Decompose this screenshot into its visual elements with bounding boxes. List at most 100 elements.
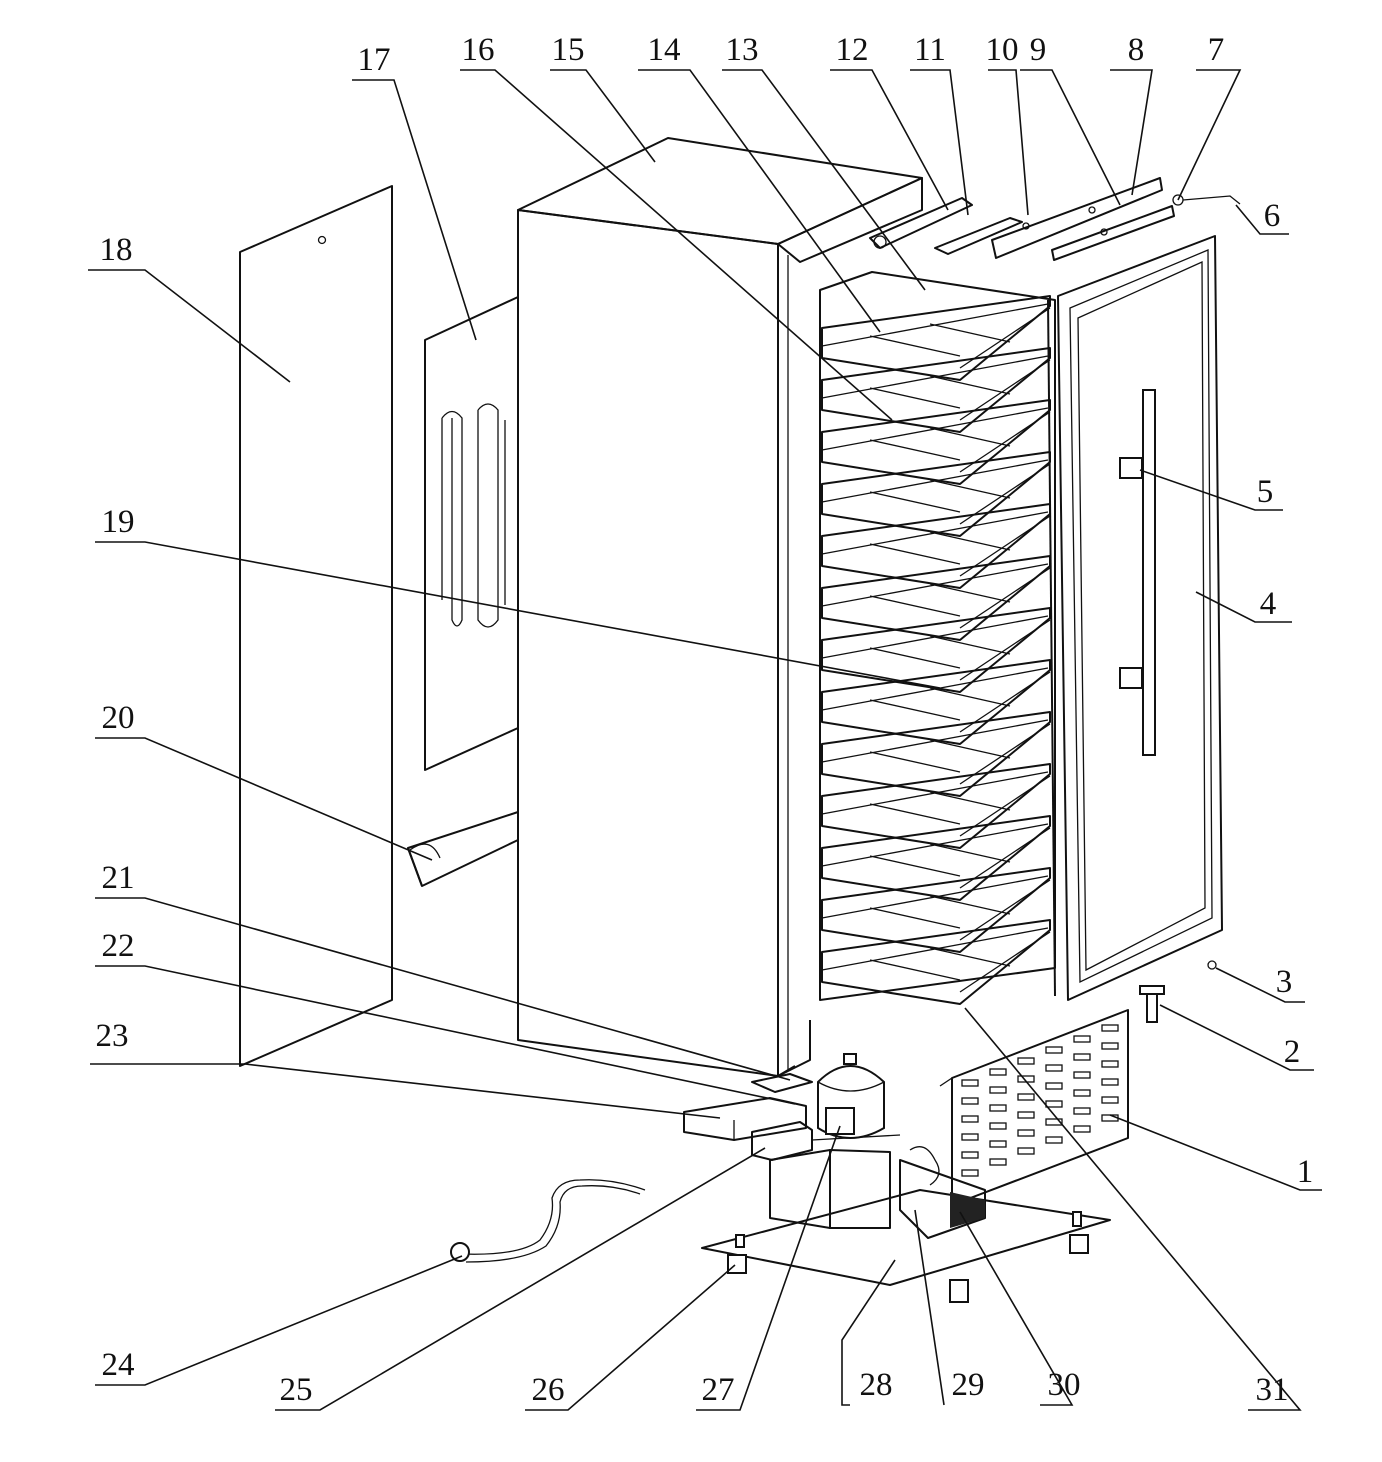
cabinet-body-15 (517, 137, 923, 1077)
leader-12 (830, 69, 949, 211)
label-7: 7 (1208, 32, 1225, 68)
shelf (821, 399, 1051, 485)
callout-labels: 1 2 3 4 5 6 7 8 9 10 11 12 13 14 15 16 1… (96, 32, 1314, 1408)
vent-slot (1073, 1053, 1091, 1061)
label-18: 18 (100, 232, 133, 268)
shelf (821, 607, 1051, 693)
label-25: 25 (280, 1372, 313, 1408)
hinge-pin-2 (1139, 985, 1165, 1023)
vent-slot (989, 1158, 1007, 1166)
shelf (821, 659, 1051, 745)
shelf (821, 295, 1051, 381)
leader-29 (914, 1209, 945, 1406)
label-9: 9 (1030, 32, 1047, 68)
leader-13 (722, 69, 926, 291)
label-4: 4 (1260, 586, 1277, 622)
label-2: 2 (1284, 1034, 1301, 1070)
vent-slot (1045, 1064, 1063, 1072)
vent-slot (989, 1140, 1007, 1148)
leader-24 (95, 1255, 463, 1386)
shelf (821, 503, 1051, 589)
leader-23 (90, 1063, 721, 1119)
vent-slot (989, 1104, 1007, 1112)
vent-slot (1073, 1107, 1091, 1115)
label-24: 24 (102, 1347, 135, 1383)
leader-lines (88, 69, 1322, 1411)
leader-7 (1177, 69, 1242, 201)
compressor-27 (811, 1053, 901, 1141)
vent-slot (1073, 1125, 1091, 1133)
vent-slot (1045, 1136, 1063, 1144)
leader-27 (696, 1125, 841, 1411)
vent-slot (1045, 1046, 1063, 1054)
leader-17 (352, 79, 477, 341)
label-28: 28 (860, 1367, 893, 1403)
screw-3 (1207, 960, 1217, 970)
vent-slot (1017, 1111, 1035, 1119)
label-16: 16 (462, 32, 495, 68)
label-29: 29 (952, 1367, 985, 1403)
vent-slot (1073, 1071, 1091, 1079)
base-plate-28 (701, 1189, 1111, 1303)
shelf (821, 451, 1051, 537)
leader-15 (550, 69, 656, 163)
leader-21 (95, 897, 791, 1081)
leader-9 (1020, 69, 1121, 206)
shelf (821, 347, 1051, 433)
vent-slot (1101, 1078, 1119, 1086)
leader-30 (959, 1211, 1074, 1406)
label-5: 5 (1257, 474, 1274, 510)
vent-slot (1017, 1057, 1035, 1065)
shelf (821, 763, 1051, 849)
side-panel-18 (239, 185, 393, 1067)
vent-slot (989, 1122, 1007, 1130)
leader-1 (1109, 1114, 1322, 1191)
control-box-23 (683, 1097, 807, 1141)
vent-slot (989, 1086, 1007, 1094)
vent-slot (961, 1133, 979, 1141)
shelf (821, 919, 1051, 1005)
leader-10 (988, 69, 1029, 216)
label-13: 13 (726, 32, 759, 68)
vent-slot (1101, 1060, 1119, 1068)
leader-16 (460, 69, 893, 421)
shelf (821, 867, 1051, 953)
vent-slot (989, 1068, 1007, 1076)
vent-slot (1017, 1129, 1035, 1137)
label-31: 31 (1256, 1372, 1289, 1408)
leader-28 (841, 1259, 896, 1406)
leader-8 (1110, 69, 1153, 196)
label-22: 22 (102, 928, 135, 964)
shelf (821, 815, 1051, 901)
label-26: 26 (532, 1372, 565, 1408)
leader-4 (1195, 591, 1292, 623)
vent-slot (1101, 1096, 1119, 1104)
label-1: 1 (1297, 1154, 1314, 1190)
vent-slot (1073, 1035, 1091, 1043)
vent-slot (1101, 1024, 1119, 1032)
foot (727, 1211, 1089, 1303)
vent-slot (1045, 1082, 1063, 1090)
vent-slot (1101, 1042, 1119, 1050)
label-8: 8 (1128, 32, 1145, 68)
vent-slot (1073, 1089, 1091, 1097)
bracket-stand (769, 1149, 891, 1229)
leader-3 (1215, 967, 1305, 1003)
vent-slot (1017, 1147, 1035, 1155)
shelf-rack (819, 271, 1056, 1005)
vent-slot (961, 1079, 979, 1087)
label-12: 12 (836, 32, 869, 68)
shelf (821, 555, 1051, 641)
vent-slot (961, 1115, 979, 1123)
label-21: 21 (102, 860, 135, 896)
power-cord-24 (450, 1179, 646, 1263)
vent-panel-1 (939, 1009, 1129, 1206)
label-6: 6 (1264, 198, 1281, 234)
shelf (821, 711, 1051, 797)
label-15: 15 (552, 32, 585, 68)
leader-6 (1235, 204, 1289, 235)
vent-slot (961, 1169, 979, 1177)
leader-11 (910, 69, 969, 216)
top-rail-12 (869, 197, 973, 249)
